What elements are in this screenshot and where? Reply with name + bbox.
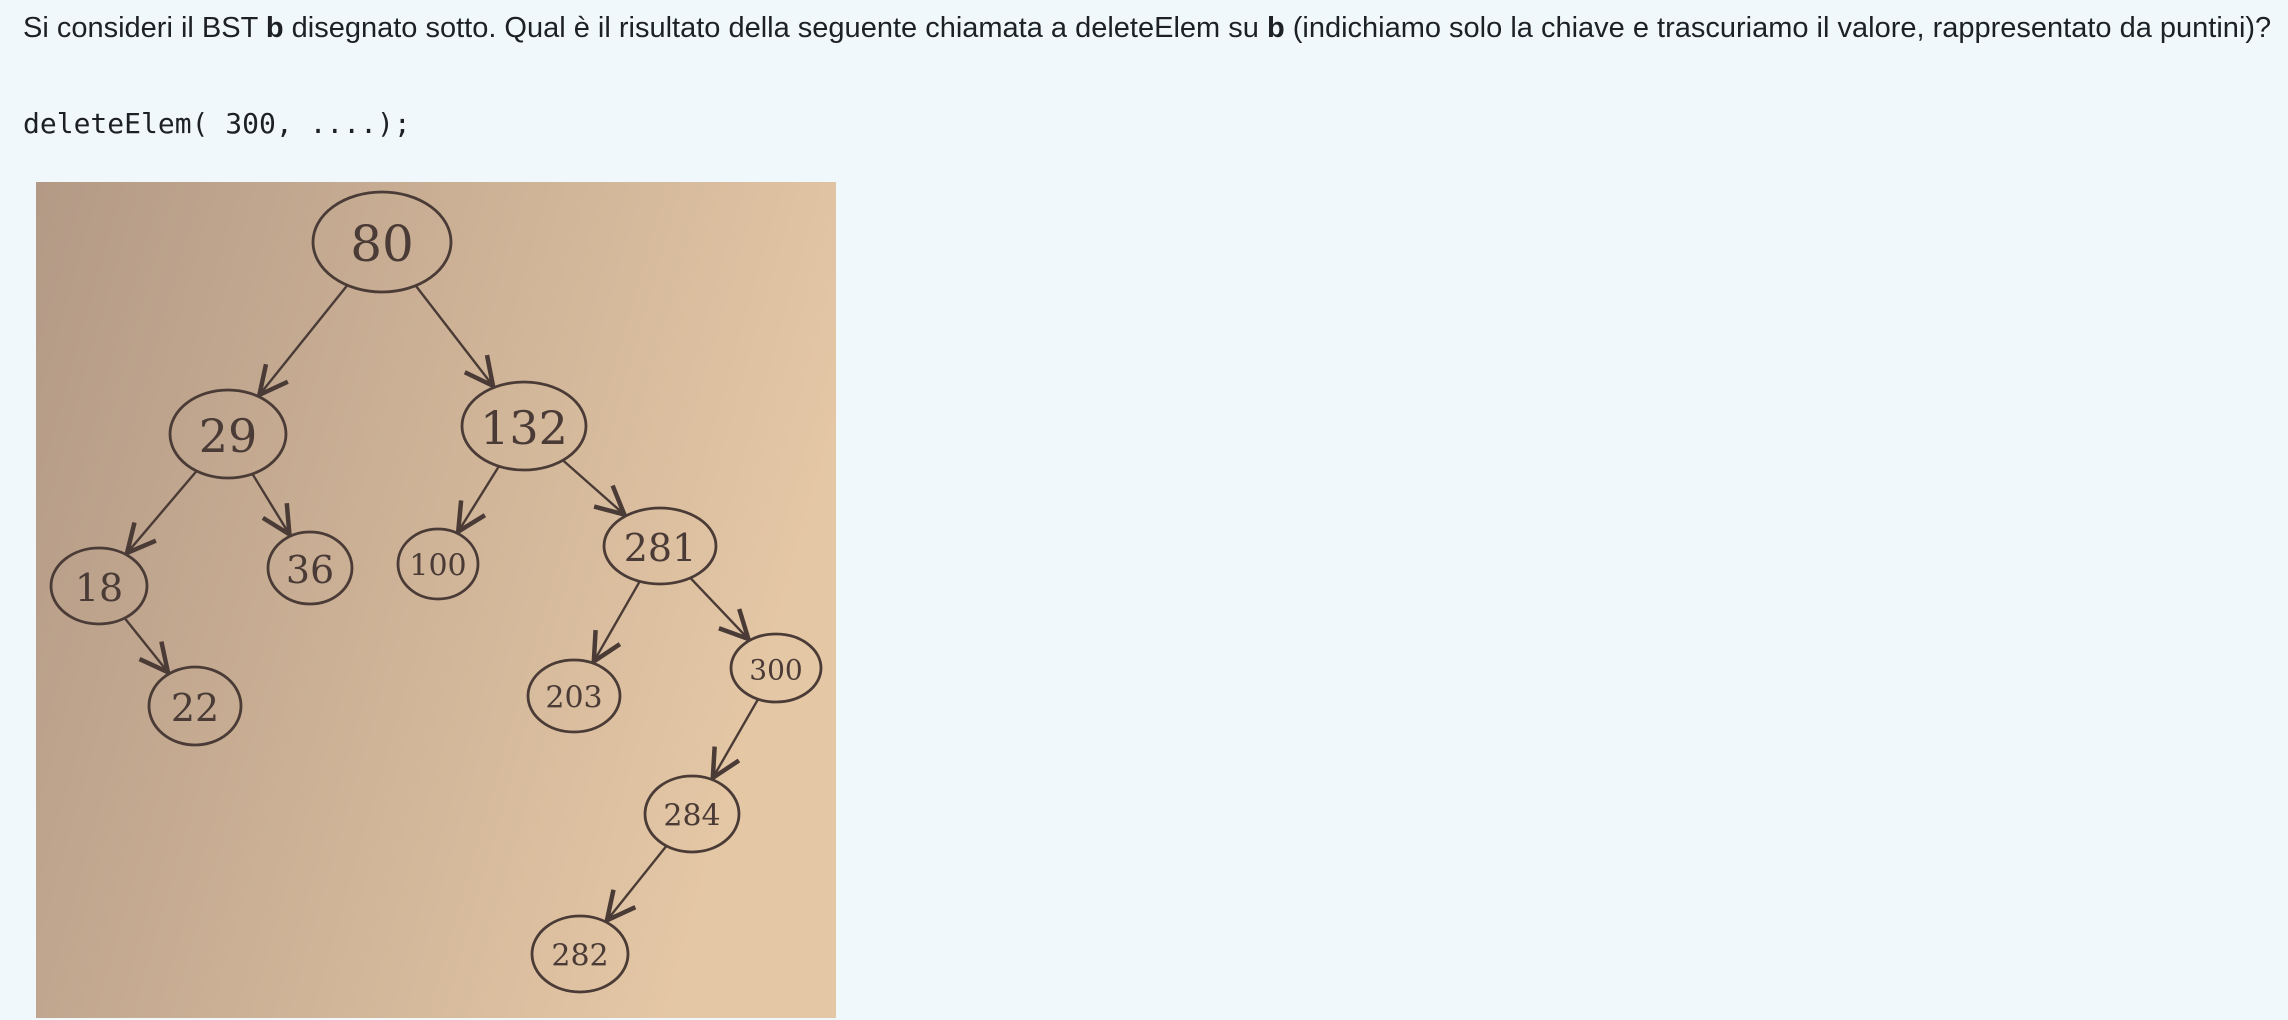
tree-node-circle xyxy=(602,506,718,586)
tree-node-36: 36 xyxy=(266,530,354,606)
tree-node-label: 18 xyxy=(75,566,123,610)
question-bst-name: b xyxy=(265,12,284,44)
question-bst-name-2: b xyxy=(1266,12,1285,44)
tree-edge-29-36 xyxy=(251,472,289,535)
tree-node-100: 100 xyxy=(396,527,480,601)
tree-node-label: 284 xyxy=(663,799,720,834)
question-text-part3: (indichiamo solo la chiave e trascuriamo… xyxy=(1284,12,2272,44)
tree-edge-132-281 xyxy=(561,459,625,514)
tree-node-80: 80 xyxy=(311,190,453,294)
tree-edge-300-284 xyxy=(713,697,760,778)
tree-edge-281-300 xyxy=(689,576,748,639)
tree-node-203: 203 xyxy=(526,658,622,734)
tree-edge-18-22 xyxy=(123,616,168,672)
tree-edge-284-282 xyxy=(607,844,668,920)
tree-node-circle xyxy=(729,632,823,704)
code-snippet: deleteElem( 300, ....); xyxy=(23,107,411,140)
tree-node-282: 282 xyxy=(530,914,630,994)
tree-node-29: 29 xyxy=(168,388,288,480)
question-text-part2: disegnato sotto. Qual è il risultato del… xyxy=(283,12,1267,44)
bst-tree-image: 80 29 132 18 36 100 281 22 203 300 284 282 xyxy=(36,182,836,1018)
tree-node-circle xyxy=(460,380,588,472)
tree-node-label: 80 xyxy=(350,215,414,273)
tree-node-label: 203 xyxy=(545,681,602,716)
tree-edge-29-18 xyxy=(127,469,198,553)
question-text-part1: Si consideri il BST xyxy=(23,12,266,44)
tree-node-circle xyxy=(168,388,288,480)
tree-node-circle xyxy=(147,665,243,747)
tree-node-label: 300 xyxy=(749,654,802,687)
tree-edge-132-100 xyxy=(458,465,501,531)
tree-node-label: 132 xyxy=(480,401,568,455)
tree-node-281: 281 xyxy=(602,506,718,586)
tree-node-18: 18 xyxy=(49,546,149,626)
tree-node-label: 282 xyxy=(551,939,608,974)
tree-node-label: 281 xyxy=(624,526,697,570)
tree-node-22: 22 xyxy=(147,665,243,747)
tree-node-circle xyxy=(526,658,622,734)
tree-node-circle xyxy=(396,527,480,601)
tree-node-284: 284 xyxy=(643,774,741,854)
tree-node-circle xyxy=(266,530,354,606)
tree-node-circle xyxy=(49,546,149,626)
tree-edge-80-29 xyxy=(259,284,349,395)
bst-tree-drawing: 80 29 132 18 36 100 281 22 203 300 284 282 xyxy=(36,182,836,1018)
tree-edge-281-203 xyxy=(594,580,641,661)
tree-node-300: 300 xyxy=(729,632,823,704)
tree-node-circle xyxy=(530,914,630,994)
tree-node-label: 36 xyxy=(286,548,334,592)
tree-edge-80-132 xyxy=(414,284,493,386)
tree-node-circle xyxy=(643,774,741,854)
tree-node-132: 132 xyxy=(460,380,588,472)
question-text: Si consideri il BST b disegnato sotto. Q… xyxy=(23,6,2273,50)
tree-node-label: 29 xyxy=(199,409,258,463)
tree-node-label: 100 xyxy=(409,549,466,584)
tree-node-label: 22 xyxy=(171,686,219,730)
tree-node-circle xyxy=(311,190,453,294)
